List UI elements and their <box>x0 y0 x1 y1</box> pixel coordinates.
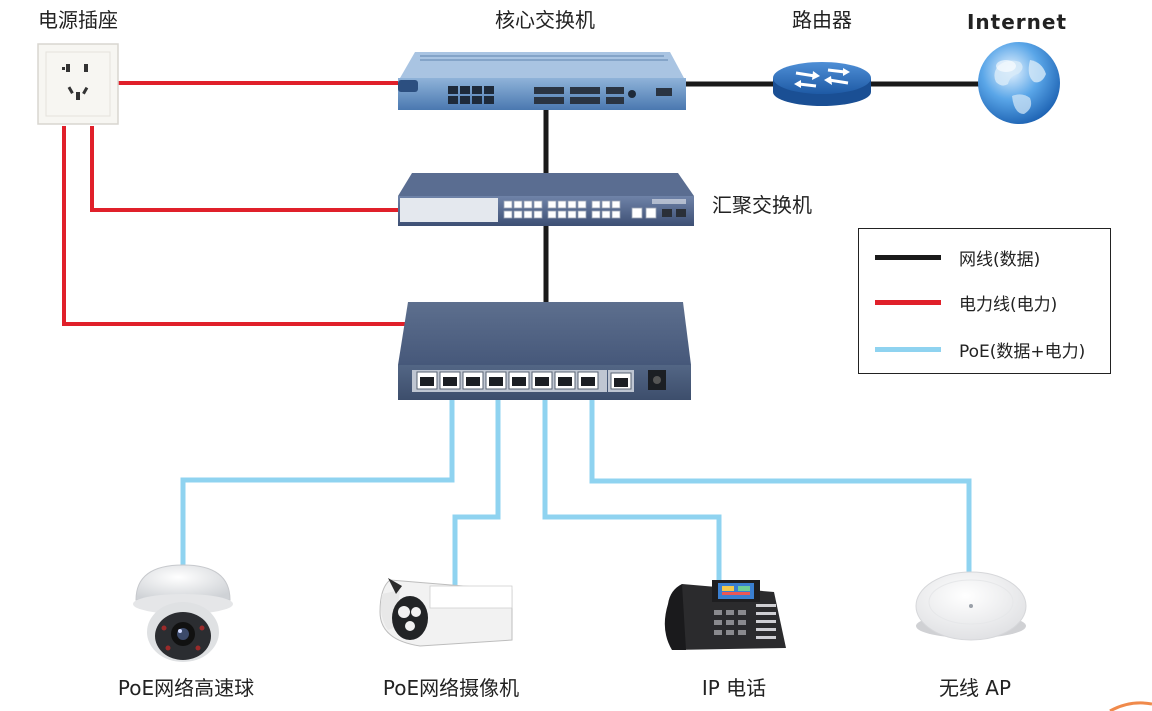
poe-dome-camera-device <box>133 564 233 662</box>
poe-line-ip-phone <box>542 398 722 580</box>
legend: 网线(数据) 电力线(电力) PoE(数据+电力) <box>858 228 1111 374</box>
core-switch-label: 核心交换机 <box>495 8 595 32</box>
poe-dome-camera-label: PoE网络高速球 <box>117 676 255 700</box>
ip-phone-label: IP 电话 <box>701 676 767 700</box>
poe-line-dome-camera <box>180 398 455 565</box>
legend-label-poe: PoE(数据+电力) <box>959 341 1086 362</box>
aggregation-switch-label: 汇聚交换机 <box>712 193 812 217</box>
router-label: 路由器 <box>792 8 852 32</box>
aggregation-switch-device <box>398 173 694 226</box>
ip-phone-device <box>664 580 786 650</box>
power-line-poe-switch <box>62 126 408 326</box>
power-socket-label: 电源插座 <box>38 8 118 32</box>
legend-label-power: 电力线(电力) <box>959 294 1058 315</box>
legend-swatch-poe <box>875 346 941 352</box>
power-line-aggregation <box>90 126 398 212</box>
wireless-ap-label: 无线 AP <box>938 676 1012 700</box>
poe-bullet-camera-label: PoE网络摄像机 <box>382 676 520 700</box>
data-lines <box>543 81 982 302</box>
legend-label-data: 网线(数据) <box>959 249 1041 270</box>
poe-bullet-camera-device <box>379 578 513 647</box>
legend-item-data: 网线(数据) <box>875 245 1041 270</box>
internet-globe-icon <box>978 42 1060 124</box>
legend-swatch-power <box>875 299 941 305</box>
wireless-ap-device <box>915 571 1027 641</box>
poe-lines <box>180 398 972 585</box>
power-lines <box>62 81 408 326</box>
power-socket-device <box>37 43 119 125</box>
legend-swatch-data <box>875 254 941 260</box>
internet-label: Internet <box>966 10 1068 34</box>
legend-item-power: 电力线(电力) <box>875 290 1058 315</box>
poe-line-wireless-ap <box>589 398 972 572</box>
poe-switch-device <box>398 302 691 400</box>
core-switch-device <box>398 52 686 110</box>
corner-decoration <box>1109 701 1152 711</box>
legend-item-poe: PoE(数据+电力) <box>875 337 1086 362</box>
poe-line-bullet-camera <box>452 398 501 585</box>
router-device <box>773 62 871 106</box>
